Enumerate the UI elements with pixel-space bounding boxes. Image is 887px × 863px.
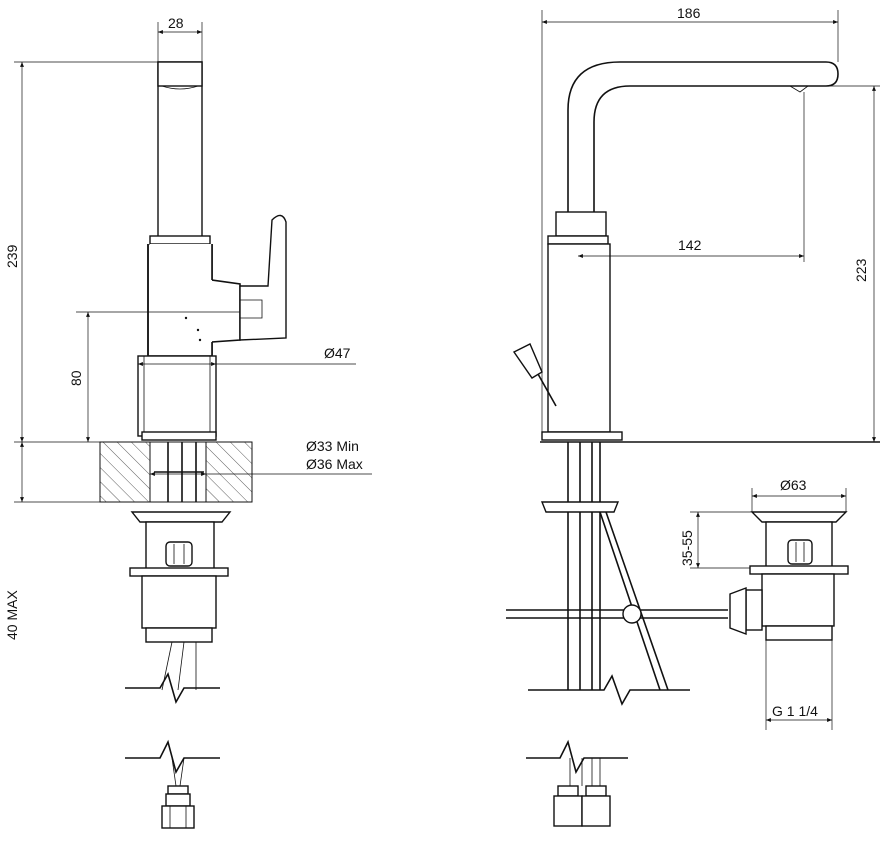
popup-rod-knob — [512, 343, 543, 379]
dim-reach: 186 — [677, 5, 701, 21]
dim-waste-range: 35-55 — [679, 530, 695, 566]
lever-handle — [239, 214, 287, 341]
spout-column — [157, 61, 203, 241]
dim-hole-max: Ø36 Max — [306, 456, 363, 472]
base-plate — [141, 431, 217, 441]
dim-lever-height: 80 — [68, 370, 84, 386]
dim-hole-min: Ø33 Min — [306, 438, 359, 454]
dim-spout-height: 223 — [853, 258, 869, 282]
front-view: 28 239 80 Ø47 Ø33 Min Ø36 Max 40 MAX — [4, 15, 372, 829]
spout-arc — [567, 61, 839, 232]
dim-deck-max: 40 MAX — [4, 590, 20, 640]
dim-height-left: 239 — [4, 244, 20, 268]
dim-waste-dia: Ø63 — [780, 477, 807, 493]
dim-body-dia: Ø47 — [324, 345, 351, 361]
dim-width-top: 28 — [168, 15, 184, 31]
side-body — [547, 243, 611, 433]
dim-spout-reach: 142 — [678, 237, 702, 253]
waste-cap — [750, 511, 848, 523]
dim-thread: G 1 1/4 — [772, 703, 818, 719]
side-view: 186 142 223 Ø63 35-55 G 1 1/4 — [506, 5, 880, 827]
